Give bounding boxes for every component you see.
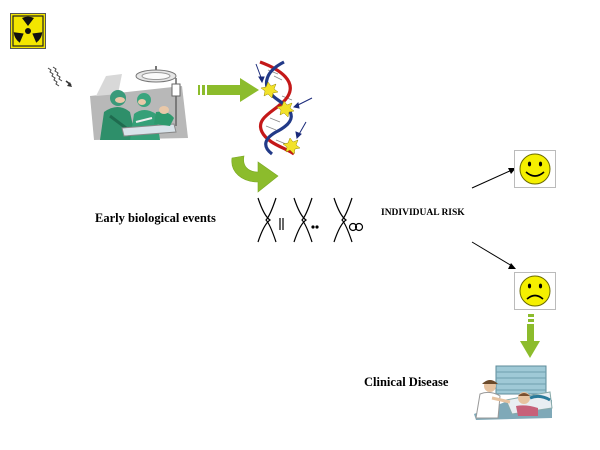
radiation-hazard-icon: [10, 13, 46, 49]
arrow-to-happy-face: [471, 168, 516, 189]
damage-burst-2: [276, 100, 295, 118]
dna-double-helix-icon: [255, 60, 313, 156]
sad-face-icon: [514, 272, 556, 310]
green-arrow-to-disease: [520, 314, 540, 358]
chromosome-aberrations-icon: [257, 197, 364, 243]
clinical-disease-label: Clinical Disease: [364, 375, 449, 389]
damage-burst-3: [282, 137, 301, 155]
surgery-clipart-icon: [82, 66, 192, 142]
early-biological-events-label: Early biological events: [95, 211, 216, 225]
individual-risk-label: INDIVIDUAL RISK: [381, 208, 465, 218]
curved-green-arrow: [231, 155, 279, 193]
damage-burst-1: [260, 81, 279, 99]
green-arrow-to-dna: [198, 78, 259, 102]
happy-face-icon: [514, 150, 556, 188]
arrow-to-sad-face: [471, 241, 516, 269]
patient-in-bed-icon: [466, 364, 556, 422]
radiation-rays-icon: [47, 66, 72, 87]
